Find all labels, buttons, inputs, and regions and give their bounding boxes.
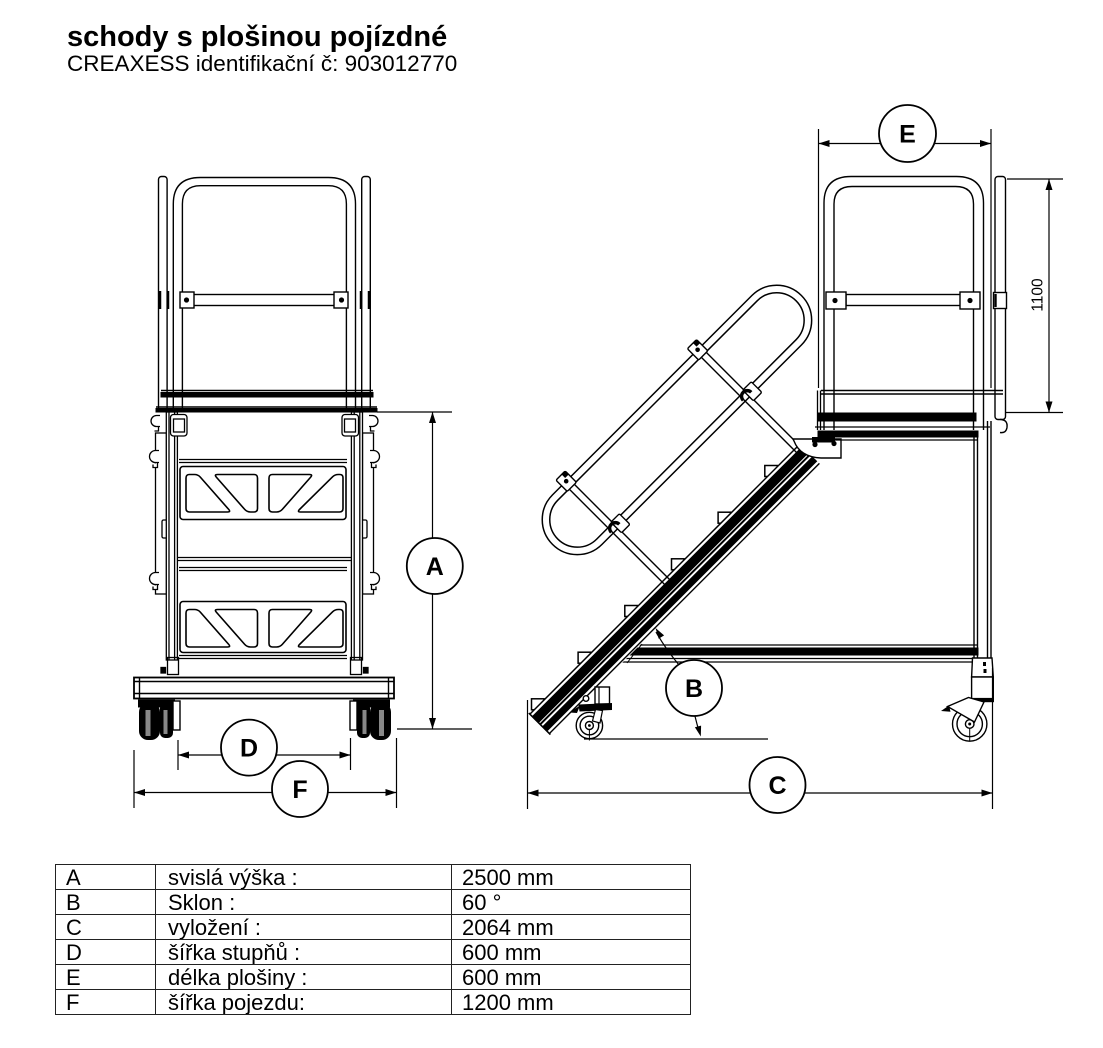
svg-text:C: C (768, 772, 786, 800)
svg-text:D: D (240, 735, 258, 763)
svg-text:1100: 1100 (1030, 278, 1047, 312)
svg-text:F: F (292, 776, 307, 804)
svg-text:E: E (899, 121, 916, 149)
svg-text:B: B (685, 675, 703, 703)
svg-text:A: A (426, 553, 444, 581)
